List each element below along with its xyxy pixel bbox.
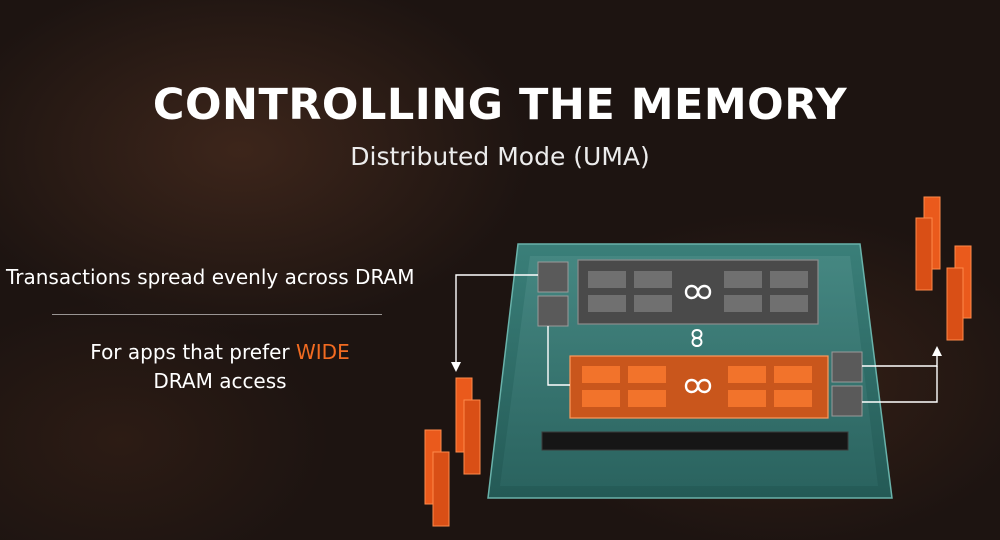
core-block (634, 271, 672, 288)
die-lower (569, 355, 829, 419)
text-divider (52, 314, 382, 315)
die-upper (577, 259, 819, 325)
infinity-link-icon (691, 328, 703, 348)
core-block (628, 366, 666, 383)
infinity-fabric-icon (684, 378, 712, 394)
connector-controller-to-die (547, 326, 570, 386)
connector-left (455, 274, 538, 362)
arrowhead-right (932, 346, 942, 356)
core-block (770, 295, 808, 312)
infinity-fabric-icon (684, 284, 712, 300)
memory-controller-upper (537, 261, 569, 327)
dimm-stick (946, 267, 964, 341)
dimm-group-upper-right (915, 196, 972, 341)
core-block (724, 295, 762, 312)
core-block (634, 295, 672, 312)
memory-controller-block (831, 385, 863, 417)
core-block (728, 390, 766, 407)
apps-text-line2: DRAM access (153, 369, 287, 393)
core-block (728, 366, 766, 383)
apps-text-highlight: WIDE (296, 340, 350, 364)
core-block (774, 390, 812, 407)
io-strip (541, 431, 849, 451)
core-block (582, 390, 620, 407)
memory-controller-block (537, 261, 569, 293)
apps-text: For apps that prefer WIDE DRAM access (40, 338, 400, 396)
core-block (770, 271, 808, 288)
memory-controller-block (537, 295, 569, 327)
slide-subtitle: Distributed Mode (UMA) (350, 142, 650, 171)
connection-lines (451, 274, 942, 403)
transactions-text: Transactions spread evenly across DRAM (6, 265, 415, 289)
connector-right-lower (862, 366, 938, 403)
core-block (628, 390, 666, 407)
core-block (588, 271, 626, 288)
dimm-stick (915, 217, 933, 291)
arrowhead-left (451, 362, 461, 372)
core-block (582, 366, 620, 383)
dimm-stick (432, 451, 450, 527)
slide-title: CONTROLLING THE MEMORY (152, 80, 848, 130)
core-block (588, 295, 626, 312)
core-block (774, 366, 812, 383)
apps-text-prefix: For apps that prefer (90, 340, 296, 364)
core-block (724, 271, 762, 288)
memory-controller-block (831, 351, 863, 383)
memory-controller-lower (831, 351, 863, 417)
dimm-stick (463, 399, 481, 475)
dimm-group-lower-left (424, 377, 481, 527)
